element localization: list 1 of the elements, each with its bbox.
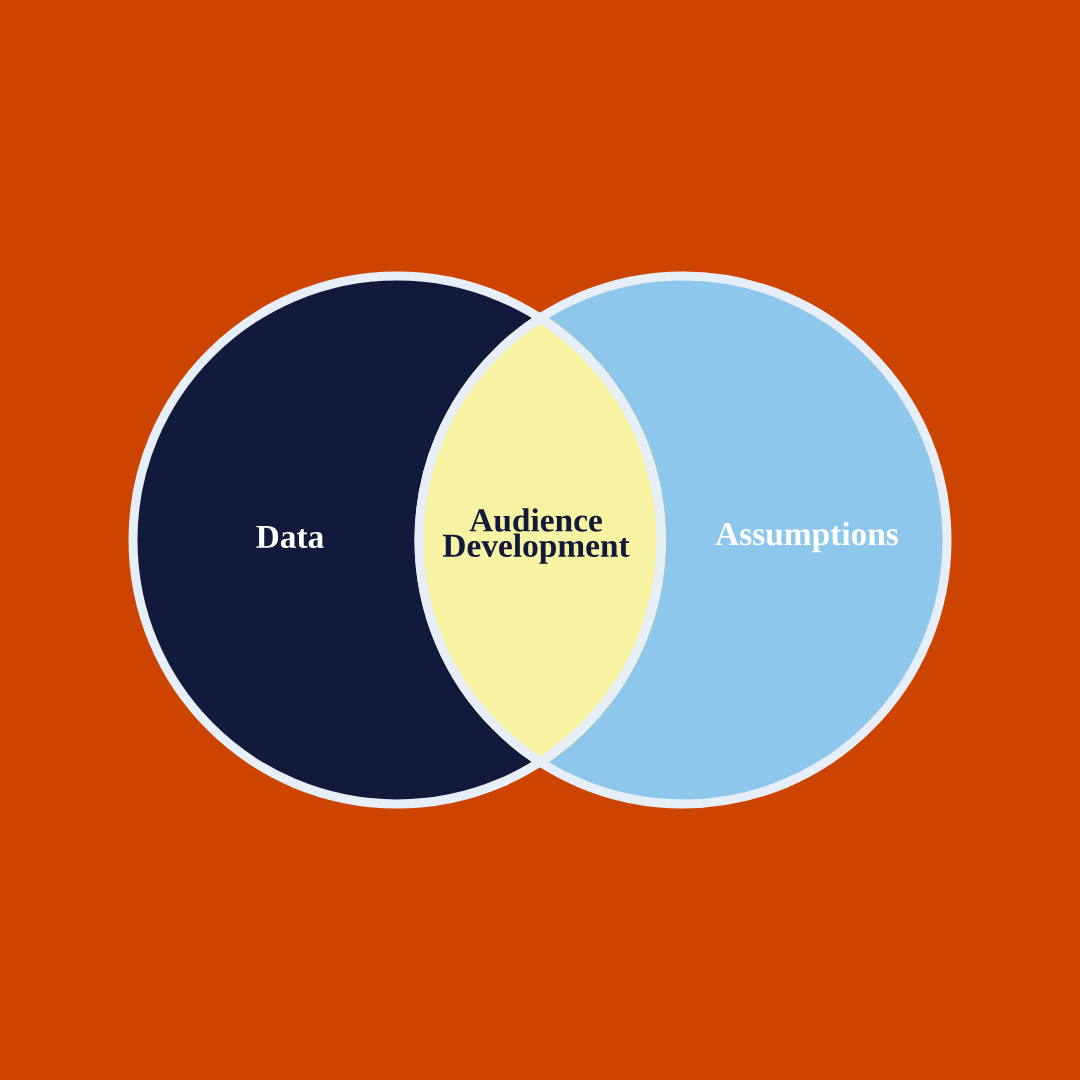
overlap-lens: Audience Development xyxy=(414,271,666,809)
